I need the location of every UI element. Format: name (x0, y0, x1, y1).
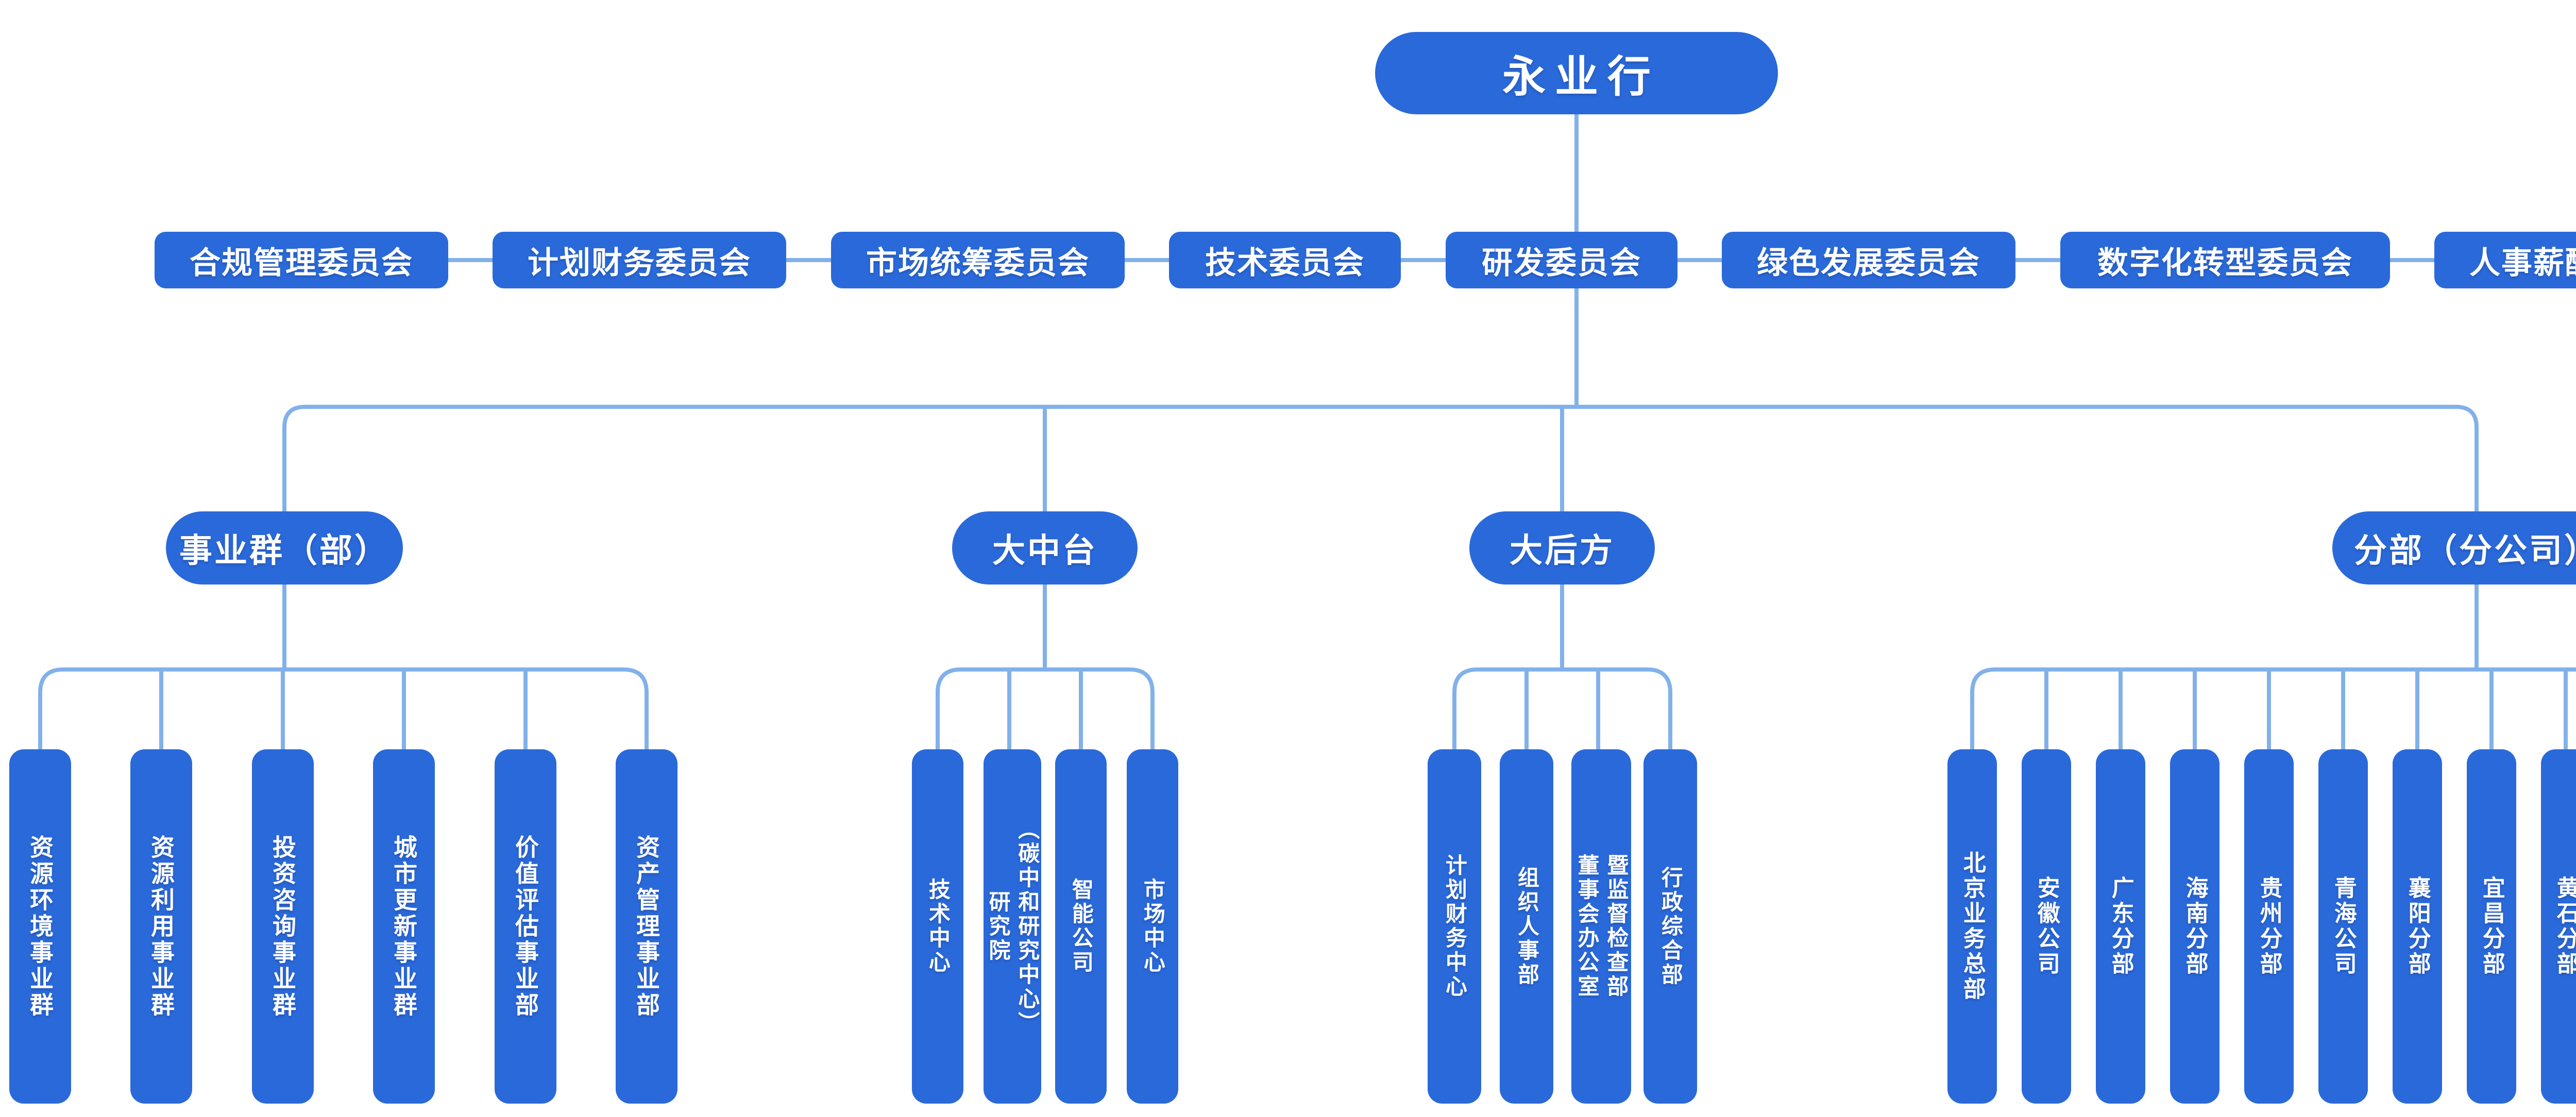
department-label: 海南分部 (2182, 876, 2208, 977)
department-node: 宜昌分部 (2467, 749, 2516, 1104)
department-label: 计划财务中心 (1443, 854, 1467, 999)
department-node: 黄石分部 (2541, 749, 2576, 1104)
department-node: 北京业务总部 (1947, 749, 1997, 1104)
group1-sub-bus (38, 585, 649, 749)
division-bus-line (282, 405, 2479, 511)
committee-node-7: 数字化转型委员会 (2060, 232, 2390, 288)
department-label: 资源利用事业群 (148, 834, 175, 1019)
department-label: 北京业务总部 (1959, 851, 1985, 1002)
committee-node-6: 绿色发展委员会 (1722, 232, 2015, 288)
department-node: 海南分部 (2170, 749, 2219, 1104)
group4-sub-bus (1970, 585, 2576, 749)
committee-node-4: 技术委员会 (1169, 232, 1401, 288)
department-node: 资源环境事业群 (9, 749, 71, 1104)
committee-node-5: 研发委员会 (1446, 232, 1677, 288)
committee-node-2: 计划财务委员会 (493, 232, 786, 288)
department-label: 价值评估事业部 (512, 834, 539, 1019)
department-label: 技术中心 (926, 878, 951, 975)
department-label: 黄石分部 (2553, 876, 2576, 977)
division-node-4: 分部（分公司） (2332, 511, 2576, 585)
department-label: 宜昌分部 (2479, 876, 2504, 977)
division-node-2: 大中台 (952, 511, 1138, 585)
department-node: 智能公司 (1055, 749, 1107, 1104)
department-label: 投资咨询事业群 (269, 834, 297, 1019)
department-label: 行政综合部 (1658, 866, 1683, 987)
department-node: 城市更新事业群 (373, 749, 435, 1104)
department-node: 贵州分部 (2244, 749, 2294, 1104)
department-node: 市场中心 (1127, 749, 1178, 1104)
department-node: 行政综合部 (1643, 749, 1697, 1104)
department-label: 广东分部 (2108, 876, 2133, 977)
department-node: 价值评估事业部 (495, 749, 556, 1104)
department-label: 资源环境事业群 (27, 834, 54, 1019)
department-label: 智能公司 (1069, 878, 1094, 975)
department-node: 董事会办公室 暨监督检查部 (1571, 749, 1631, 1104)
department-node: 技术中心 (912, 749, 963, 1104)
department-label: 董事会办公室 暨监督检查部 (1575, 854, 1629, 999)
group3-sub-bus (1452, 585, 1672, 749)
department-label: 青海公司 (2330, 876, 2356, 977)
committee-node-3: 市场统筹委员会 (831, 232, 1125, 288)
department-label: 城市更新事业群 (391, 834, 418, 1019)
department-node: 资产管理事业部 (616, 749, 677, 1104)
committee-node-8: 人事薪酬委员会 (2434, 232, 2576, 288)
department-label: 市场中心 (1141, 878, 1165, 975)
root-node: 永业行 (1375, 32, 1778, 114)
group2-sub-bus (936, 585, 1155, 749)
department-node: 组织人事部 (1500, 749, 1553, 1104)
division-node-3: 大后方 (1469, 511, 1655, 585)
department-node: 安徽公司 (2022, 749, 2071, 1104)
department-label: 安徽公司 (2033, 876, 2059, 977)
department-node: 资源利用事业群 (130, 749, 192, 1104)
department-label: 研究院 （碳中和研究中心） (986, 817, 1040, 1036)
department-node: 研究院 （碳中和研究中心） (984, 749, 1041, 1104)
department-node: 广东分部 (2096, 749, 2145, 1104)
department-node: 襄阳分部 (2393, 749, 2442, 1104)
department-label: 贵州分部 (2256, 876, 2282, 977)
committee-node-1: 合规管理委员会 (155, 232, 448, 288)
department-label: 资产管理事业部 (633, 834, 660, 1019)
department-label: 襄阳分部 (2404, 876, 2430, 977)
department-node: 计划财务中心 (1428, 749, 1481, 1104)
department-label: 组织人事部 (1515, 866, 1539, 987)
department-node: 青海公司 (2318, 749, 2368, 1104)
department-node: 投资咨询事业群 (252, 749, 314, 1104)
division-node-1: 事业群（部） (166, 511, 403, 585)
